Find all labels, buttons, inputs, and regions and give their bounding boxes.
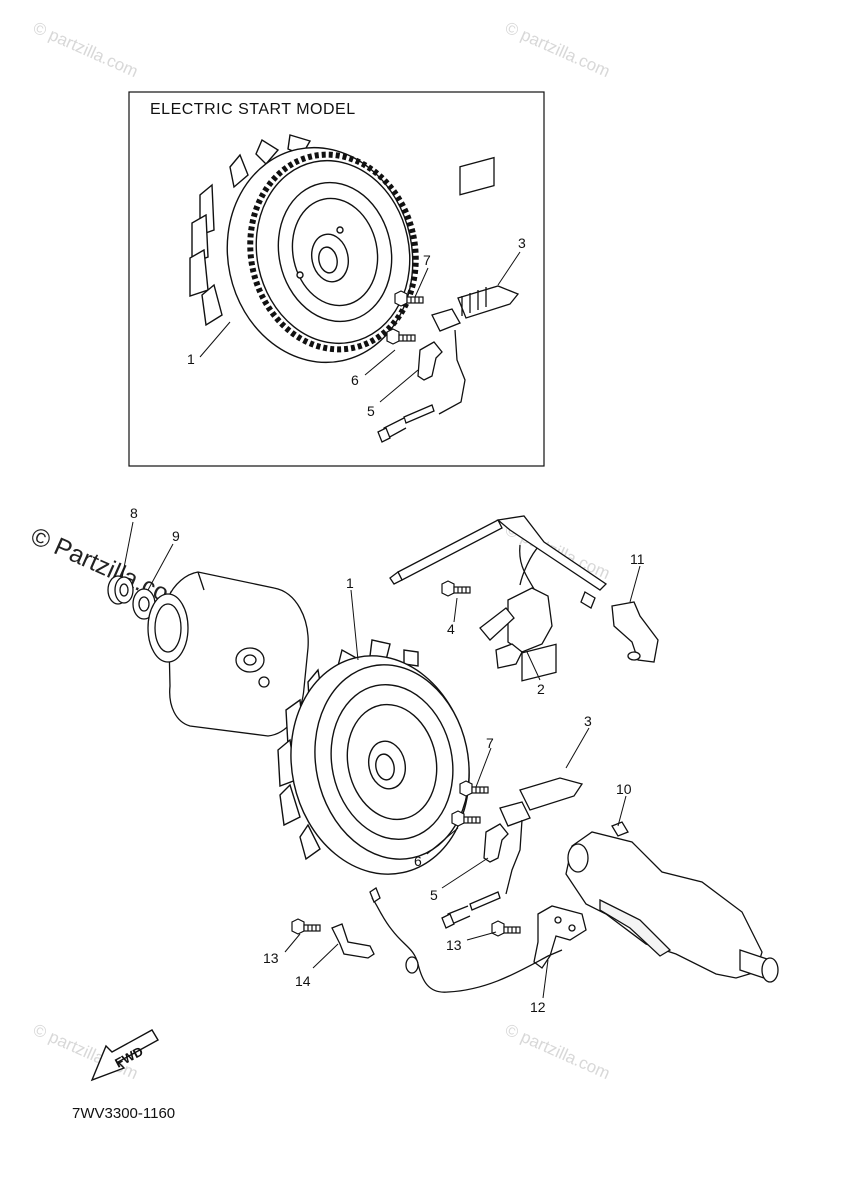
bracket-bolt-13: [491, 920, 521, 937]
inset-title: ELECTRIC START MODEL: [150, 101, 356, 118]
callout-13-clamp: 13: [263, 950, 279, 966]
pulser-coil: [499, 643, 584, 895]
callout-1: 1: [346, 575, 354, 591]
forward-direction-arrow: FWD: [90, 1029, 159, 1082]
callout-4: 4: [447, 621, 455, 637]
coil-bolt-4: [441, 580, 471, 597]
diagram-part-code: 7WV3300-1160: [72, 1105, 176, 1122]
callout-2: 2: [537, 681, 545, 697]
callout-3: 3: [584, 713, 592, 729]
callout-10: 10: [616, 781, 632, 797]
inset-wire-lead: [377, 329, 466, 443]
inset-screw-6: [386, 328, 416, 345]
flywheel-nut: [107, 575, 134, 605]
spark-plug-cap: [611, 601, 659, 663]
callout-5: 5: [430, 887, 438, 903]
flywheel: [277, 639, 470, 875]
pulser-screw-7: [459, 780, 489, 797]
callout-inset-3: 3: [518, 235, 526, 251]
starter-cup: [147, 571, 309, 737]
callout-inset-1: 1: [187, 351, 195, 367]
callout-9: 9: [172, 528, 180, 544]
inset-pulser-coil: [431, 156, 520, 332]
callout-8: 8: [130, 505, 138, 521]
callout-inset-7: 7: [423, 252, 431, 268]
callout-11: 11: [630, 551, 645, 567]
callout-13-bracket: 13: [446, 937, 462, 953]
thermo-switch-wire: [369, 887, 563, 993]
callout-inset-6: 6: [351, 372, 359, 388]
crankshaft: [565, 821, 779, 983]
bracket: [533, 905, 587, 969]
callout-6: 6: [414, 853, 422, 869]
flywheel-washer: [132, 588, 156, 620]
inset-flywheel: [189, 134, 419, 364]
inset-frame: [128, 91, 545, 467]
callout-12: 12: [530, 999, 546, 1015]
ignition-coil: [389, 515, 608, 669]
pulser-lead: [441, 823, 509, 929]
callout-7: 7: [486, 735, 494, 751]
pulser-screw-6: [451, 810, 481, 827]
fwd-label: FWD: [112, 1044, 145, 1071]
callout-14: 14: [295, 973, 311, 989]
wire-clamp: [331, 923, 375, 959]
clamp-screw-13: [291, 918, 321, 935]
callout-inset-5: 5: [367, 403, 375, 419]
